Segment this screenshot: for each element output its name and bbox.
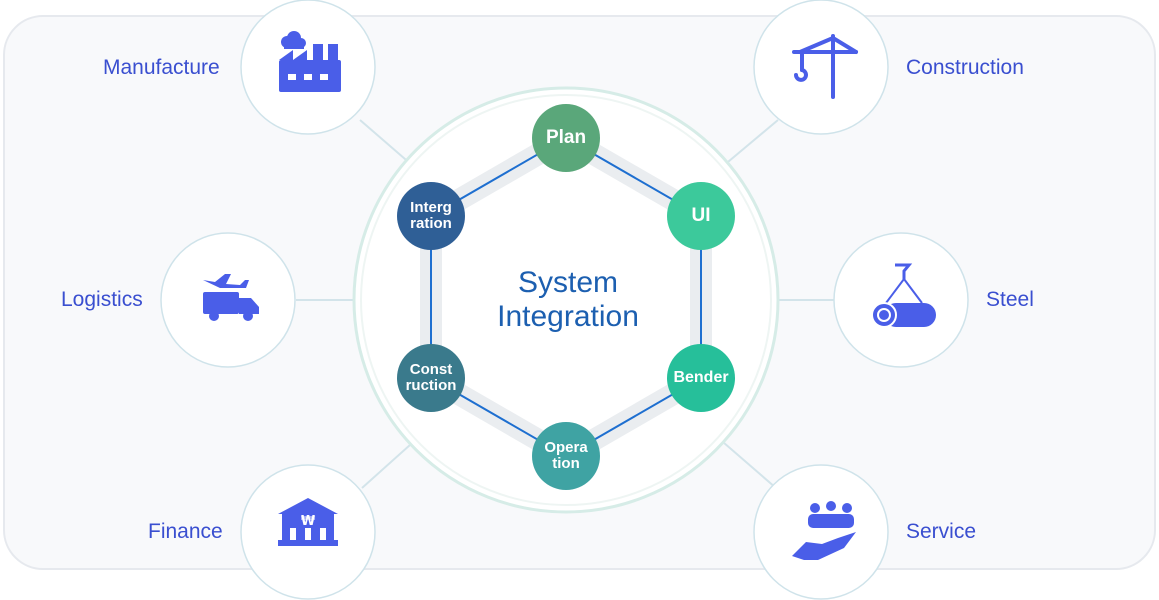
hand-people-icon (792, 501, 856, 560)
node-construction-text-1: Const (409, 361, 453, 378)
node-ui (667, 182, 735, 250)
sector-circle-service (753, 464, 889, 600)
node-integration-text-2: ration (410, 215, 452, 232)
node-construction (397, 344, 465, 412)
sector-label-service: Service (906, 520, 977, 543)
sector-label-manufacture: Manufacture (103, 56, 220, 79)
crane-icon (792, 34, 858, 99)
node-integration-label: Interg ration (396, 200, 466, 232)
connector-service (715, 435, 777, 489)
node-integration (397, 182, 465, 250)
sector-circle-construction (753, 0, 889, 135)
center-title: System Integration (468, 266, 668, 334)
node-operation-text-1: Opera (544, 439, 588, 456)
svg-text:₩: ₩ (301, 514, 316, 529)
node-integration-text-1: Interg (410, 199, 452, 216)
sector-label-construction: Construction (906, 56, 1024, 79)
sector-label-finance: Finance (148, 520, 223, 543)
center-title-line1: System (517, 266, 619, 299)
node-plan-text: Plan (545, 127, 587, 148)
node-operation-text-2: tion (552, 455, 580, 472)
steel-coil-icon (871, 263, 936, 328)
sector-label-steel: Steel (986, 288, 1034, 311)
center-title-line2: Integration (497, 300, 639, 333)
node-ui-text: UI (691, 205, 711, 226)
node-operation (532, 422, 600, 490)
node-construction-label: Const ruction (396, 362, 466, 394)
node-bender-label: Bender (667, 369, 735, 387)
node-plan-label: Plan (536, 128, 596, 148)
node-ui-label: UI (671, 206, 731, 226)
sector-circle-steel (833, 232, 969, 368)
node-bender (667, 344, 735, 412)
node-bender-text: Bender (673, 369, 729, 386)
node-operation-label: Opera tion (531, 440, 601, 472)
node-construction-text-2: ruction (405, 377, 457, 394)
node-plan (532, 104, 600, 172)
plane-truck-icon (203, 274, 259, 321)
bank-won-icon: ₩ (278, 498, 338, 546)
sector-label-logistics: Logistics (61, 288, 143, 311)
